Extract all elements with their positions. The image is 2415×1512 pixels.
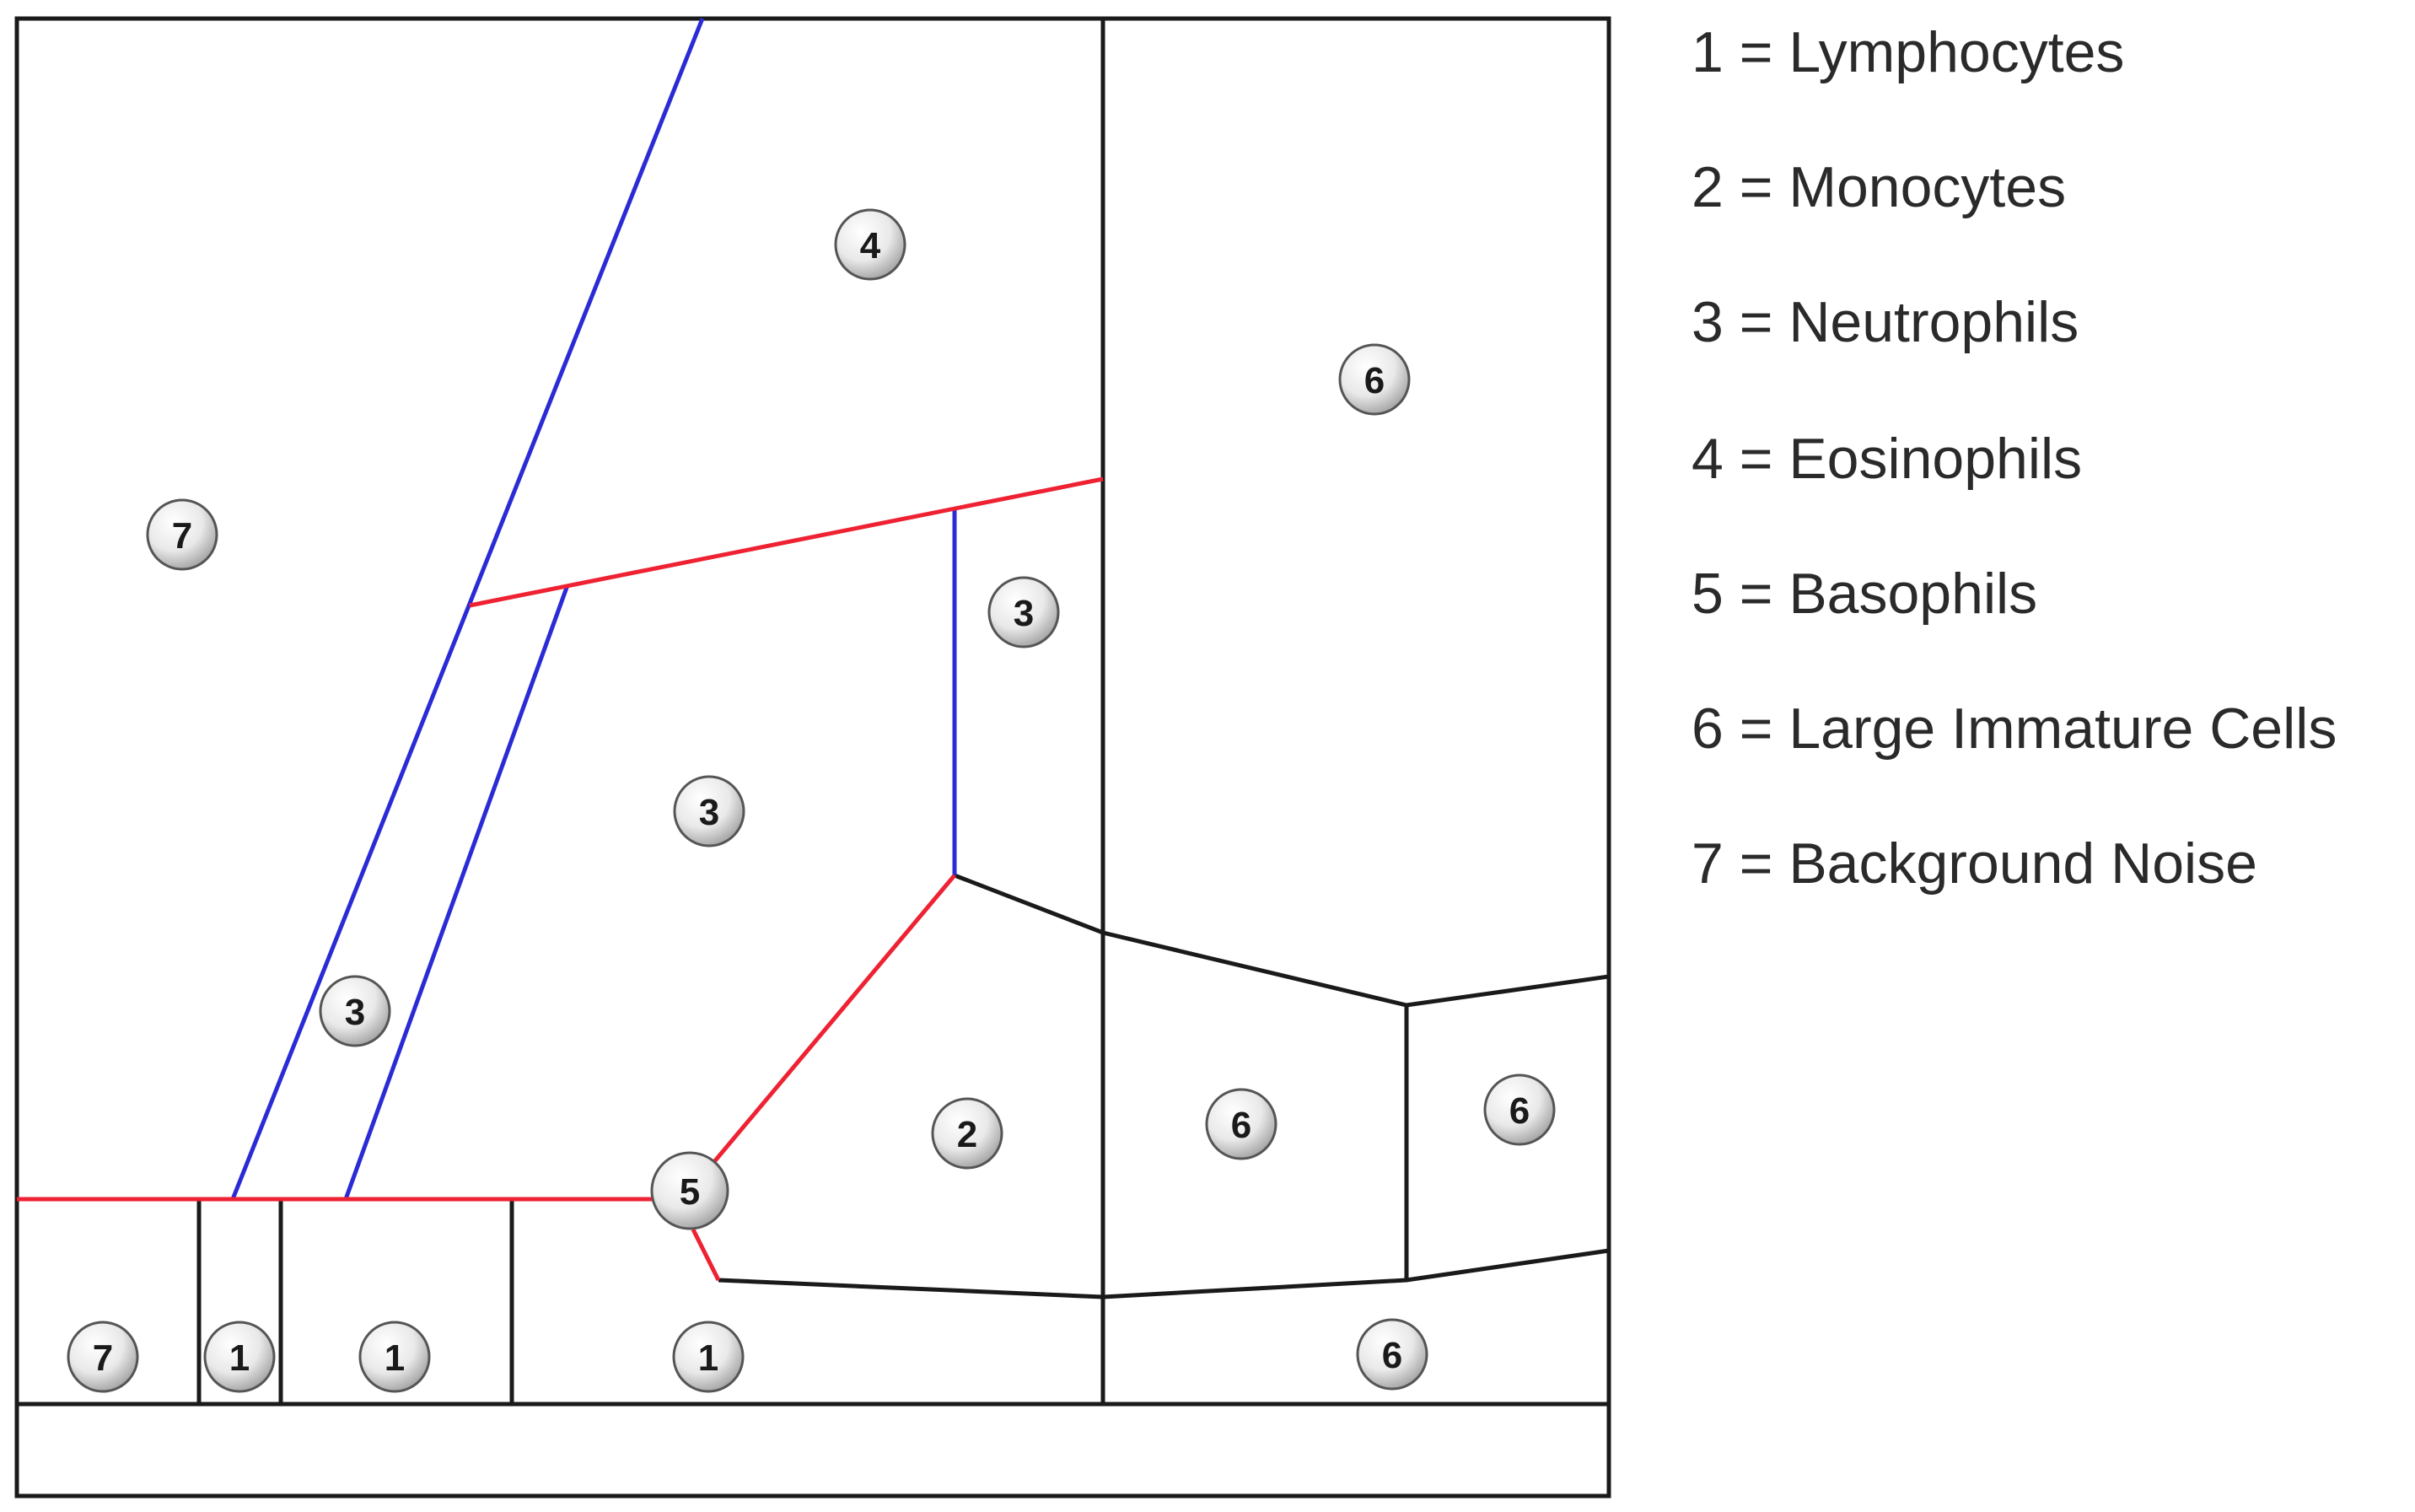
blue-line-short: [343, 584, 570, 1200]
legend-item-lymphocytes: 1 = Lymphocytes: [1692, 20, 2124, 84]
badge-6-right: 6: [1483, 1073, 1556, 1146]
badge-7-top: 7: [146, 498, 218, 571]
red-line-upper: [469, 476, 1104, 608]
badge-2: 2: [931, 1097, 1003, 1170]
badge-6-top: 6: [1338, 343, 1411, 416]
badge-label: 7: [93, 1337, 113, 1379]
badge-3-left: 3: [319, 975, 391, 1047]
legend-item-neutrophils: 3 = Neutrophils: [1692, 290, 2079, 354]
badge-label: 1: [229, 1337, 250, 1379]
badge-label: 1: [385, 1337, 405, 1379]
legend-item-large-immature-cells: 6 = Large Immature Cells: [1692, 697, 2337, 761]
badge-3-mid: 3: [673, 775, 745, 847]
badge-label: 1: [698, 1337, 718, 1379]
lower-cluster-boundary: [718, 1248, 1610, 1299]
badge-label: 6: [1364, 360, 1385, 401]
red-line-diagonal: [707, 874, 956, 1170]
monocyte-upper-boundary: [954, 873, 1610, 1008]
badge-1-c: 1: [672, 1321, 745, 1393]
badge-label: 3: [699, 792, 719, 833]
badge-6-bottom: 6: [1356, 1318, 1428, 1391]
red-line-basophil: [691, 1228, 721, 1282]
badge-label: 4: [860, 225, 881, 266]
badge-label: 2: [957, 1114, 977, 1155]
badge-1-a: 1: [203, 1321, 276, 1393]
badge-3-right: 3: [987, 576, 1060, 648]
badge-label: 6: [1509, 1090, 1530, 1132]
badge-label: 5: [680, 1171, 700, 1213]
legend-item-basophils: 5 = Basophils: [1692, 562, 2037, 626]
badge-label: 6: [1231, 1105, 1251, 1146]
black-gate-lines: [17, 19, 1610, 1407]
badge-6-mid: 6: [1205, 1088, 1277, 1160]
badge-label: 3: [1014, 593, 1034, 634]
badge-5: 5: [650, 1151, 729, 1230]
badge-label: 3: [345, 992, 365, 1033]
badge-7-bottom: 7: [67, 1321, 139, 1393]
legend-item-eosinophils: 4 = Eosinophils: [1692, 427, 2082, 491]
badge-label: 7: [172, 515, 192, 557]
legend: 1 = Lymphocytes 2 = Monocytes 3 = Neutro…: [1692, 20, 2337, 896]
blue-line-long: [230, 18, 705, 1200]
badge-label: 6: [1382, 1335, 1402, 1376]
badge-4-top: 4: [834, 208, 906, 281]
badge-1-b: 1: [358, 1321, 431, 1393]
plot-frame: [14, 16, 1611, 1499]
legend-item-background-noise: 7 = Background Noise: [1692, 831, 2257, 896]
legend-item-monocytes: 2 = Monocytes: [1692, 155, 2066, 219]
blue-gate-lines: [230, 18, 957, 1200]
red-gate-lines: [17, 476, 1104, 1282]
